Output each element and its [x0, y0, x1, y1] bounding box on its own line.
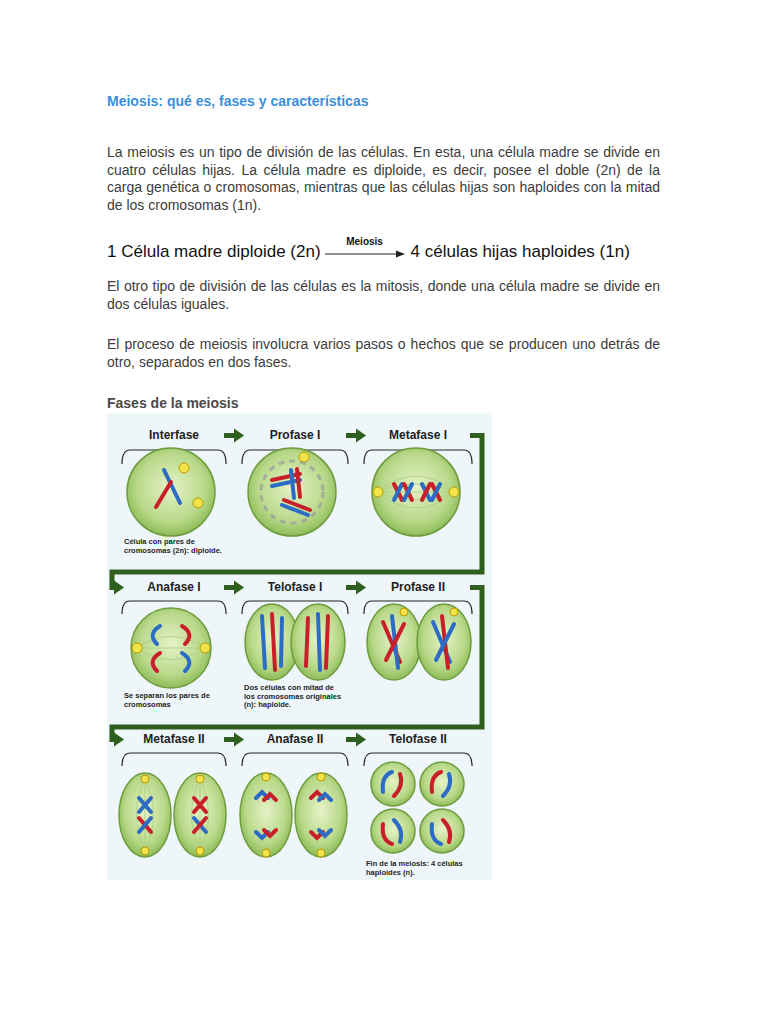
profase-i-cell [248, 448, 336, 536]
flow-arrow [346, 429, 366, 443]
metafase-i-cell [372, 448, 460, 536]
phase-title: Metafase I [366, 428, 470, 443]
flow-arrow [346, 581, 366, 595]
phase-title: Profase II [366, 580, 470, 595]
flow-arrow [112, 588, 482, 747]
phase-panel: Metafase II [124, 732, 224, 880]
phase-caption: Dos células con mitad de los cromosomas … [244, 684, 346, 710]
phase-title: Telofase I [244, 580, 346, 595]
anafase-ii-cells [240, 773, 347, 857]
interfase-cell [127, 448, 215, 536]
metafase-ii-cells [119, 773, 226, 857]
arrow-head [356, 581, 366, 595]
phase-panel: Profase I [244, 428, 346, 564]
phase-title: Telofase II [366, 732, 470, 747]
arrow-head [114, 733, 124, 747]
body-paragraph: El proceso de meiosis involucra varios p… [107, 336, 660, 371]
arrow-head [114, 581, 124, 595]
body-paragraph: El otro tipo de división de las células … [107, 278, 660, 313]
phase-panel: InterfaseCélula con pares de cromosomas … [124, 428, 224, 564]
formula-right: 4 células hijas haploides (1n) [411, 242, 630, 262]
body-paragraph: La meiosis es un tipo de división de las… [107, 144, 660, 214]
arrow-head [234, 581, 244, 595]
telofase-ii-cells [371, 762, 464, 853]
phase-caption: Se separan los pares de cromosomas [124, 692, 224, 709]
formula-left: 1 Célula madre diploide (2n) [107, 242, 321, 262]
phase-panel: Profase II [366, 580, 470, 722]
telofase-i-cells [245, 604, 345, 680]
phase-title: Anafase I [124, 580, 224, 595]
phase-panel: Anafase I Se separan los pares de cromoso… [124, 580, 224, 722]
profase-ii-cells [367, 604, 471, 680]
arrow-head [356, 733, 366, 747]
phase-caption: Fin de la meiosis: 4 células haploides (… [366, 860, 470, 877]
formula-arrow [325, 248, 405, 260]
flow-arrow-line [112, 436, 482, 588]
flow-arrow [224, 429, 244, 443]
phase-panel: Telofase II Fin de la meiosis: 4 células … [366, 732, 470, 880]
flow-arrow [346, 733, 366, 747]
figure-ground [107, 413, 492, 880]
flow-arrow [224, 733, 244, 747]
arrow-head [234, 733, 244, 747]
arrow-head [234, 429, 244, 443]
page-title: Meiosis: qué es, fases y características [107, 92, 368, 110]
phase-panel: Telofase I Dos células con mitad de los c… [244, 580, 346, 722]
phase-title: Profase I [244, 428, 346, 443]
phase-caption: Célula con pares de cromosomas (2n): dip… [124, 538, 224, 555]
anafase-i-cell [131, 608, 211, 688]
section-heading: Fases de la meiosis [107, 395, 239, 412]
phase-title: Interfase [124, 428, 224, 443]
phase-panel: Metafase I [366, 428, 470, 564]
phase-panel: Anafase II [244, 732, 346, 880]
formula-arrow-label: Meiosis [346, 236, 383, 248]
flow-arrow-line [112, 588, 482, 740]
arrow-head [356, 429, 366, 443]
flow-arrow [112, 436, 482, 595]
phase-title: Anafase II [244, 732, 346, 747]
phase-title: Metafase II [124, 732, 224, 747]
flow-arrow [224, 581, 244, 595]
